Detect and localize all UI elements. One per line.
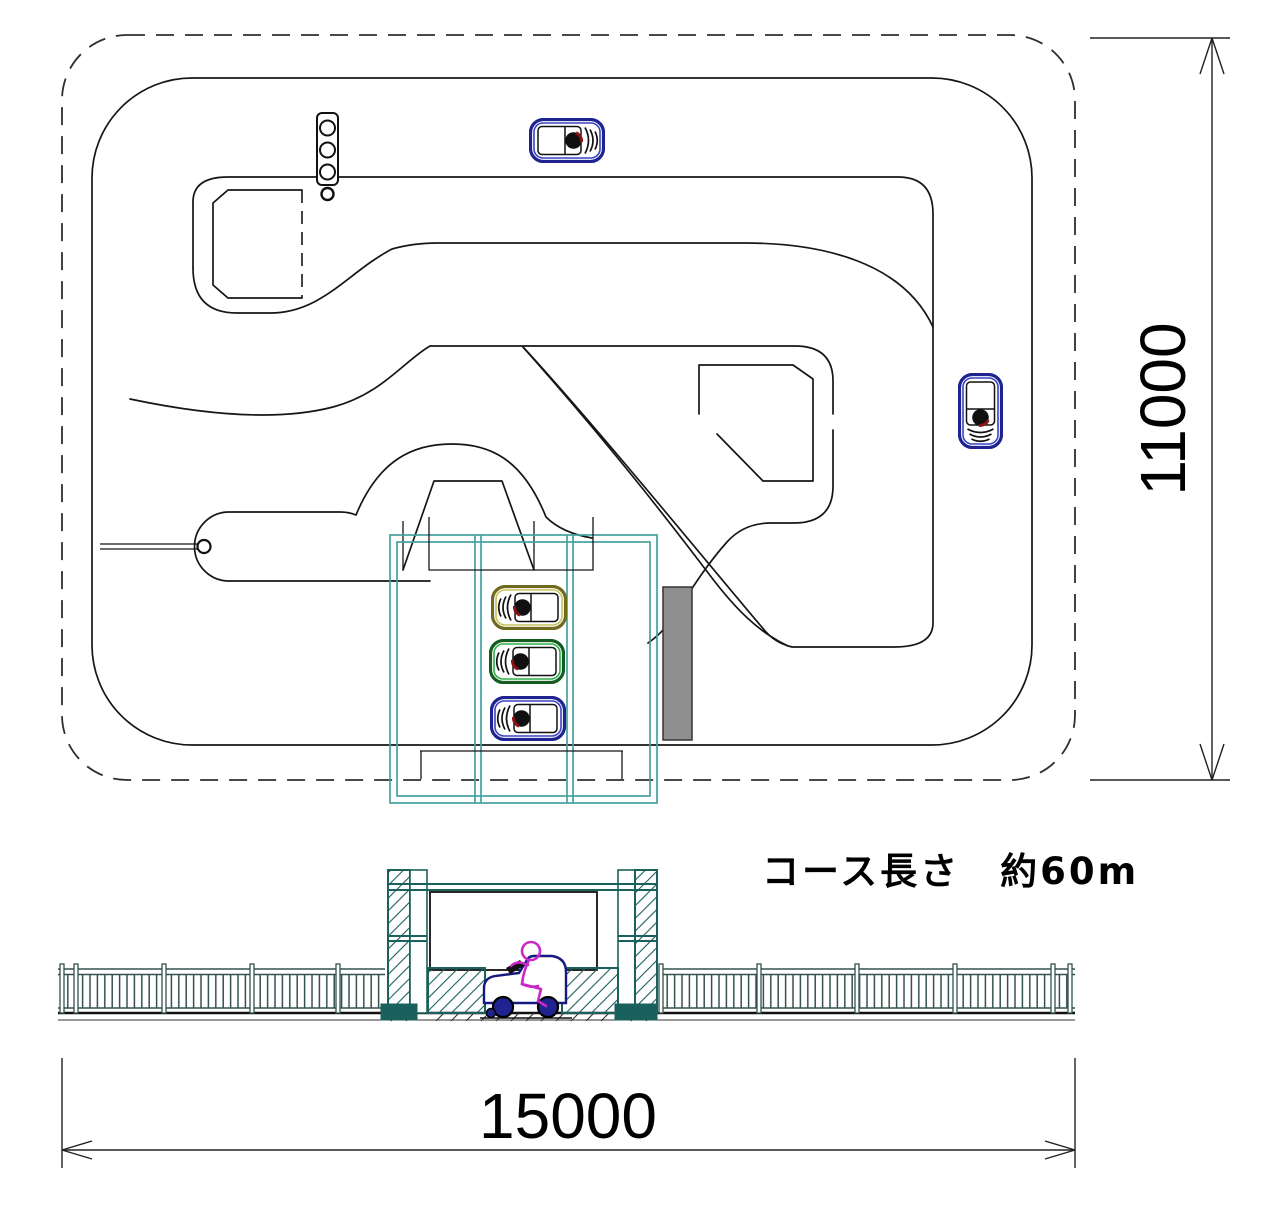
height-dimension-text: 11000 [1127,322,1199,495]
fence-post [161,963,167,1014]
gate-back-wall [429,891,598,971]
dimension-width: 15000 [61,1058,1076,1168]
elevation-view [58,869,1075,1022]
gate-base-left [380,1003,418,1021]
signal-lamp [319,163,336,181]
kart-green-garage [489,639,565,684]
kart-wheel [491,995,515,1019]
fence-right [658,963,1075,1014]
fence-post [756,963,762,1014]
pit-garage-plan [389,517,658,804]
kart-blue-garage [490,696,566,741]
kart-wheel [536,995,560,1019]
rider-figure [509,940,548,1008]
kart-with-rider [480,940,572,1019]
kart-blue-right [958,373,1003,449]
track-outer-edge [91,77,1033,746]
gate-wing-left [427,967,486,1014]
signal-lamp [319,119,336,137]
chicane-lane-edge [192,242,934,328]
site-boundary-dashed [61,34,1076,781]
fence-post [59,963,65,1014]
gate-beam [388,883,657,891]
garage-door-recess [428,517,594,571]
gate-base-right [614,1003,658,1021]
kart-side-body [482,954,568,1005]
fence-post [73,963,79,1014]
island-pentagon [698,364,814,482]
fence-post [335,963,341,1014]
fence-left [58,963,385,1014]
bridge-hill [402,480,535,571]
width-dimension-text: 15000 [479,1080,657,1152]
dimension-height: 11000 [1090,37,1230,781]
rider-helmet [520,940,542,962]
fence-post [249,963,255,1014]
kart-yellow-garage [491,585,567,630]
ground [58,1011,1075,1022]
bottom-lane-merge [522,346,789,647]
fence-post [658,963,664,1014]
kart-caster [485,1007,497,1019]
plan-view [61,34,1076,804]
fence-post [1067,963,1073,1014]
garage-front-line [420,750,623,779]
gray-barrier [662,586,693,741]
signal-lamp [319,141,336,159]
fence-post [854,963,860,1014]
start-rope [100,538,212,555]
teardrop-lane-edge [193,443,593,582]
rope-ring [196,538,212,555]
kart-blue-top [529,118,605,163]
entrance-gate [380,869,658,1021]
gate-wing-right [561,967,619,1014]
track-inner-edge [192,176,934,648]
signal-base [320,186,335,202]
course-length-label: コース長さ 約60m [762,850,1139,893]
fence-post [1050,963,1056,1014]
island-top-left [212,189,303,299]
fence-post [952,963,958,1014]
gate-midrail [388,935,657,942]
traffic-signal [316,112,339,202]
